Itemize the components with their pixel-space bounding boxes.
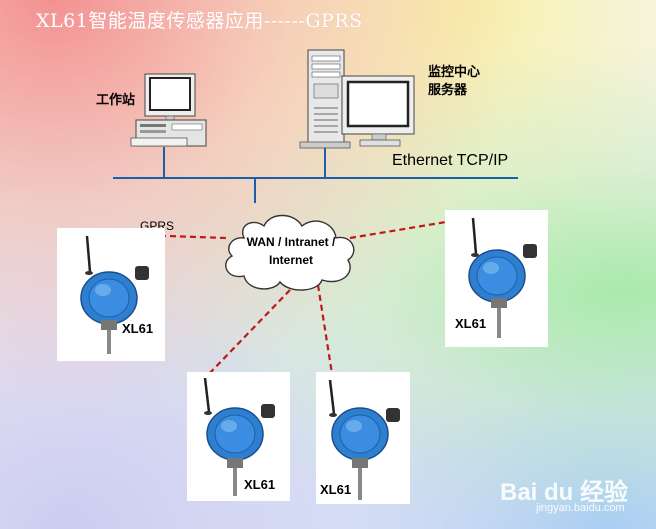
sensor-card bbox=[445, 210, 548, 347]
watermark-url: jingyan.baidu.com bbox=[536, 502, 625, 514]
temperature-sensor-icon bbox=[203, 377, 275, 496]
sensor-label: XL61 bbox=[122, 321, 154, 336]
sensor-label: XL61 bbox=[320, 482, 352, 497]
cloud-label-line1: WAN / Intranet / bbox=[246, 235, 336, 249]
server-label-line1: 监控中心 bbox=[428, 64, 481, 79]
workstation-computer-icon bbox=[130, 73, 207, 147]
temperature-sensor-icon bbox=[328, 379, 400, 500]
temperature-sensor-icon bbox=[80, 235, 149, 354]
server-computer-icon bbox=[299, 49, 415, 149]
temperature-sensor-icon bbox=[468, 217, 537, 338]
diagram-title: XL61智能温度传感器应用------GPRS bbox=[36, 10, 363, 32]
sensor-label: XL61 bbox=[244, 477, 276, 492]
network-label: Ethernet TCP/IP bbox=[392, 152, 509, 169]
gprs-link-bottom-left bbox=[204, 289, 291, 379]
workstation-label: 工作站 bbox=[96, 92, 136, 107]
gprs-link-bottom-right bbox=[316, 284, 335, 381]
sensor-card bbox=[187, 372, 290, 501]
cloud-label-line2: Internet bbox=[268, 253, 313, 267]
sensor-label: XL61 bbox=[455, 316, 487, 331]
sensor-card bbox=[57, 228, 165, 361]
sensor-card bbox=[316, 372, 410, 504]
cloud-icon bbox=[225, 214, 355, 291]
server-label-line2: 服务器 bbox=[428, 82, 468, 97]
watermark-brand: Bai du 经验 bbox=[500, 479, 629, 506]
